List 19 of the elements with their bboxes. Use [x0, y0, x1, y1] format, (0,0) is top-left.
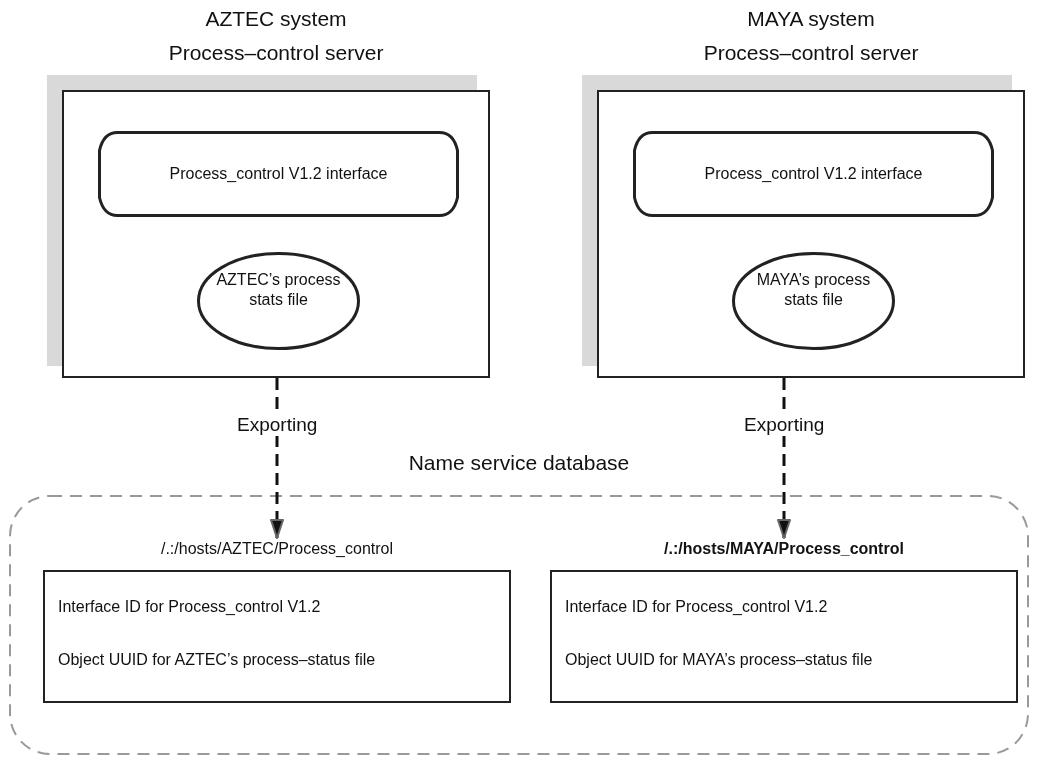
entry-line: Object UUID for AZTEC’s process–status file: [58, 650, 376, 670]
region-title: Name service database: [408, 450, 630, 476]
dashed-arrow: [270, 378, 284, 539]
entry-line: Object UUID for MAYA’s process–status file: [565, 650, 873, 670]
dashed-arrow: [777, 378, 791, 539]
interface-label: Process_control V1.2 interface: [703, 164, 924, 184]
edge-label: Exporting: [236, 414, 319, 436]
entry-line: Interface ID for Process_control V1.2: [565, 597, 828, 617]
interface-label: Process_control V1.2 interface: [168, 164, 389, 184]
edge-label: Exporting: [743, 414, 826, 436]
server-title: Process–control server: [703, 40, 919, 66]
entry-name: /.:/hosts/MAYA/Process_control: [664, 539, 904, 559]
file-label: AZTEC’s process stats file: [215, 270, 342, 310]
entry-name: /.:/hosts/AZTEC/Process_control: [160, 539, 394, 559]
server-title: AZTEC system: [205, 6, 347, 32]
file-label: MAYA’s process stats file: [755, 270, 872, 310]
server-title: MAYA system: [747, 6, 875, 32]
server-title: Process–control server: [168, 40, 384, 66]
entry-line: Interface ID for Process_control V1.2: [58, 597, 321, 617]
